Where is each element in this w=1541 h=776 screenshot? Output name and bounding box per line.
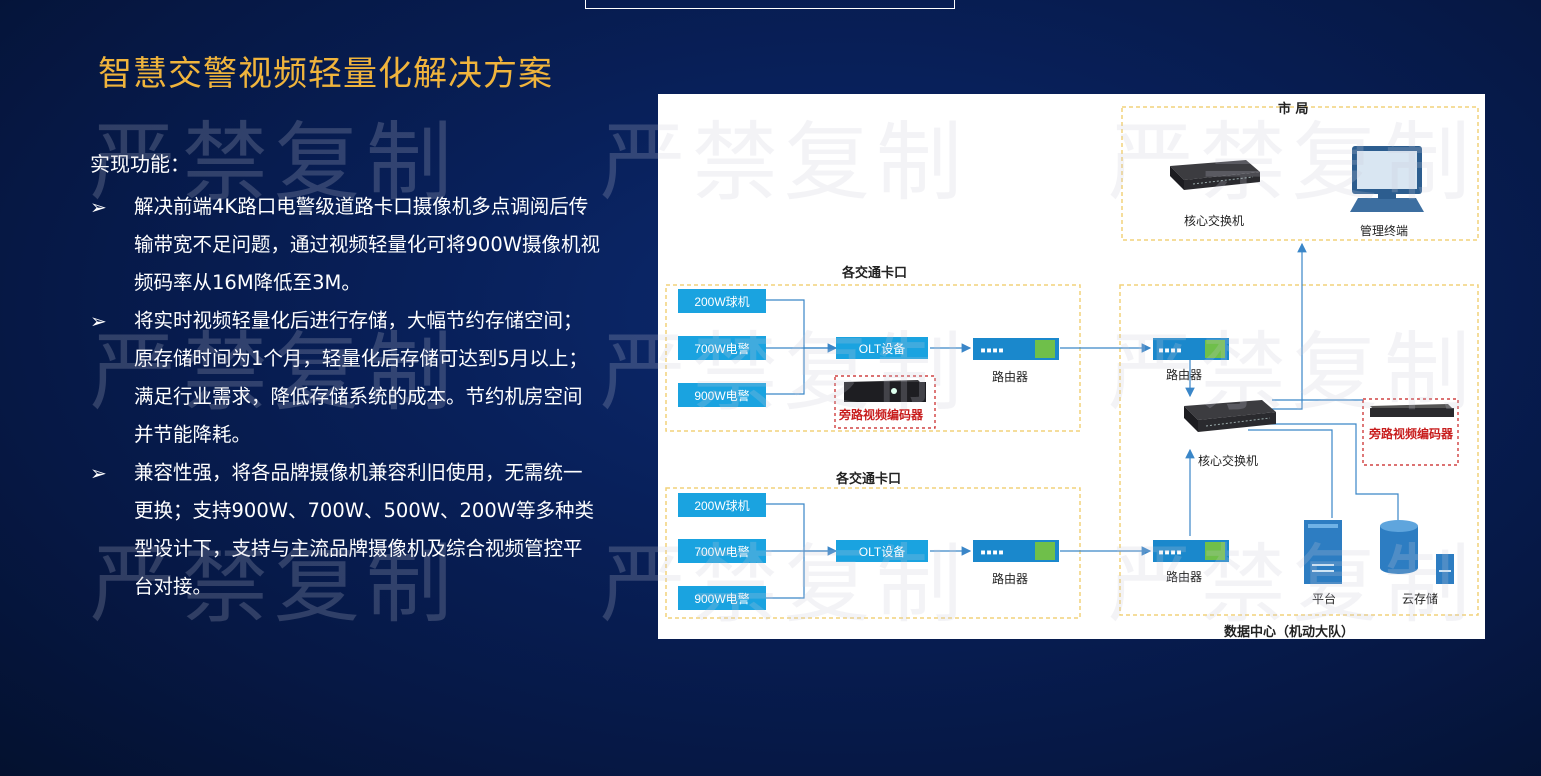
diagram-lines: ▪▪▪▪ ▪▪▪▪ ▪▪▪▪ ▪▪▪▪ bbox=[665, 106, 1479, 619]
city-bureau-label: 市 局 bbox=[1278, 102, 1309, 117]
feature-item: ➢ 解决前端4K路口电警级道路卡口摄像机多点调阅后传输带宽不足问题，通过视频轻量… bbox=[90, 188, 600, 302]
core-switch-top-icon bbox=[1170, 160, 1260, 190]
olt-device-box: OLT设备 bbox=[836, 540, 928, 562]
olt-device-box: OLT设备 bbox=[836, 337, 928, 359]
router-icon: ▪▪▪▪ bbox=[973, 338, 1059, 360]
svg-text:▪▪▪▪: ▪▪▪▪ bbox=[980, 345, 1004, 356]
camera-700w-box: 700W电警 bbox=[678, 539, 766, 563]
checkpoint-group-1 bbox=[665, 284, 1081, 432]
core-switch-icon bbox=[1184, 400, 1276, 432]
feature-item: ➢ 将实时视频轻量化后进行存储，大幅节约存储空间；原存储时间为1个月，轻量化后存… bbox=[90, 302, 600, 454]
section-label: 实现功能： bbox=[90, 152, 190, 176]
camera-700w-box: 700W电警 bbox=[678, 336, 766, 360]
camera-200w-box: 200W球机 bbox=[678, 289, 766, 313]
svg-text:▪▪▪▪: ▪▪▪▪ bbox=[980, 547, 1004, 558]
datacenter-label: 数据中心（机动大队） bbox=[1224, 625, 1355, 639]
feature-list: ➢ 解决前端4K路口电警级道路卡口摄像机多点调阅后传输带宽不足问题，通过视频轻量… bbox=[90, 188, 600, 606]
datacenter-group bbox=[1119, 284, 1479, 616]
router-label: 路由器 bbox=[992, 370, 1029, 384]
database-icon bbox=[1380, 520, 1454, 584]
svg-text:▪▪▪▪: ▪▪▪▪ bbox=[1158, 547, 1182, 558]
cloud-storage-label: 云存储 bbox=[1402, 592, 1439, 606]
encoder-box-left bbox=[834, 375, 936, 429]
monitor-icon bbox=[1350, 146, 1424, 212]
checkpoint-label: 各交通卡口 bbox=[842, 266, 908, 281]
camera-900w-box: 900W电警 bbox=[678, 586, 766, 610]
arrow-bullet-icon: ➢ bbox=[90, 309, 107, 333]
city-bureau-group bbox=[1121, 106, 1479, 241]
router-icon: ▪▪▪▪ bbox=[973, 540, 1059, 562]
encoder-rack-icon bbox=[1370, 404, 1454, 417]
arrow-bullet-icon: ➢ bbox=[90, 461, 107, 485]
router-icon: ▪▪▪▪ bbox=[1153, 540, 1229, 562]
feature-text: 将实时视频轻量化后进行存储，大幅节约存储空间；原存储时间为1个月，轻量化后存储可… bbox=[134, 309, 588, 446]
bypass-encoder-label-right: 旁路视频编码器 bbox=[1368, 427, 1453, 441]
top-frame bbox=[585, 0, 955, 9]
feature-text: 兼容性强，将各品牌摄像机兼容利旧使用，无需统一更换；支持900W、700W、50… bbox=[134, 461, 595, 598]
platform-label: 平台 bbox=[1312, 592, 1337, 606]
router-label: 路由器 bbox=[1166, 570, 1203, 584]
router-label: 路由器 bbox=[992, 572, 1029, 586]
core-switch-top-label: 核心交换机 bbox=[1184, 214, 1245, 228]
network-diagram: ▪▪▪▪ ▪▪▪▪ ▪▪▪▪ ▪▪▪▪ bbox=[658, 94, 1485, 639]
arrow-bullet-icon: ➢ bbox=[90, 195, 107, 219]
encoder-box-right bbox=[1362, 398, 1459, 466]
mgmt-terminal-label: 管理终端 bbox=[1360, 224, 1409, 238]
bypass-encoder-label: 旁路视频编码器 bbox=[839, 408, 924, 422]
server-icon bbox=[1304, 520, 1342, 584]
encoder-device-icon bbox=[844, 380, 926, 402]
checkpoint-group-2 bbox=[665, 487, 1081, 619]
svg-text:▪▪▪▪: ▪▪▪▪ bbox=[1158, 345, 1182, 356]
router-icon: ▪▪▪▪ bbox=[1153, 338, 1229, 360]
feature-text: 解决前端4K路口电警级道路卡口摄像机多点调阅后传输带宽不足问题，通过视频轻量化可… bbox=[134, 195, 601, 294]
checkpoint-label: 各交通卡口 bbox=[836, 472, 902, 487]
camera-200w-box: 200W球机 bbox=[678, 493, 766, 517]
page-title: 智慧交警视频轻量化解决方案 bbox=[98, 54, 553, 94]
router-label: 路由器 bbox=[1166, 368, 1203, 382]
camera-900w-box: 900W电警 bbox=[678, 383, 766, 407]
feature-item: ➢ 兼容性强，将各品牌摄像机兼容利旧使用，无需统一更换；支持900W、700W、… bbox=[90, 454, 600, 606]
core-switch-label: 核心交换机 bbox=[1198, 454, 1259, 468]
